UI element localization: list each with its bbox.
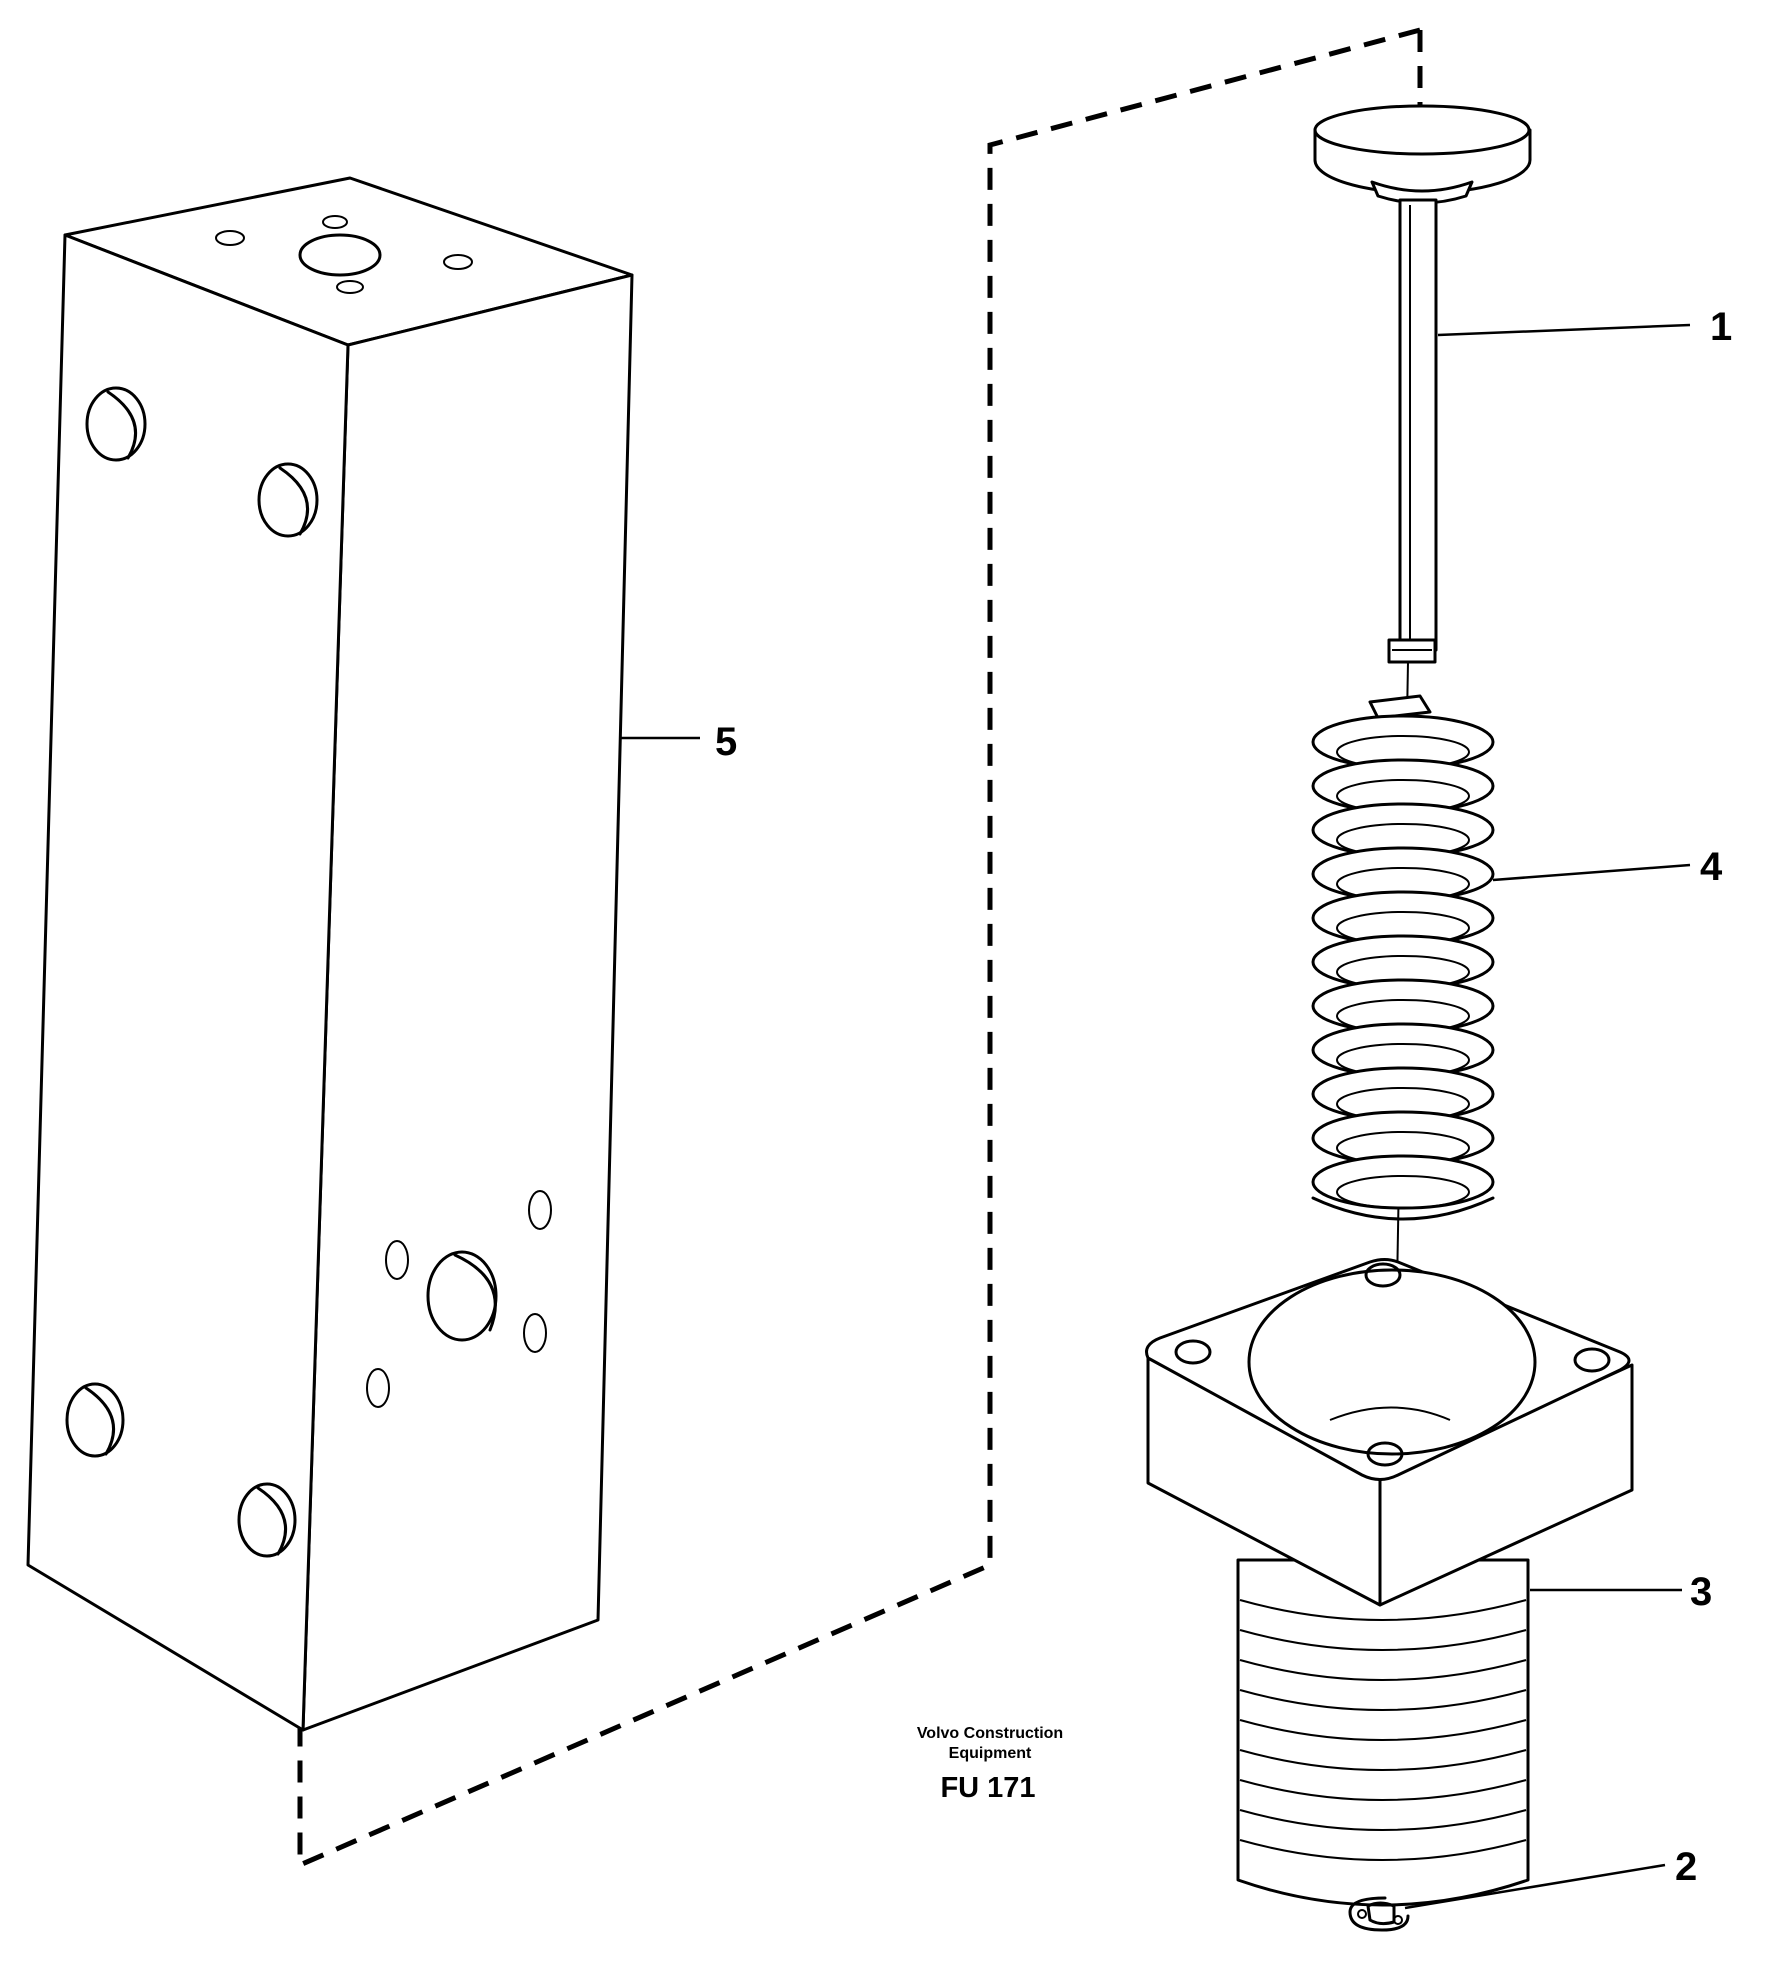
- housing-part-3: [1145, 1258, 1634, 1907]
- callout-3: 3: [1690, 1570, 1712, 1614]
- caption-figure-code: FU 171: [940, 1772, 1035, 1804]
- callout-1: 1: [1710, 305, 1732, 349]
- callout-2: 2: [1675, 1845, 1697, 1889]
- stem-part-1: [1313, 104, 1532, 664]
- callout-4: 4: [1700, 845, 1723, 889]
- leader-line-4: [1492, 863, 1691, 882]
- callout-5: 5: [715, 720, 737, 764]
- caption-brand-line1: Volvo Construction: [917, 1725, 1063, 1742]
- assembly-boundary-dashed: [297, 27, 1423, 1869]
- caption-brand-line2: Equipment: [949, 1745, 1032, 1762]
- leader-line-1: [1437, 323, 1691, 337]
- valve-block-part-5: [26, 176, 634, 1732]
- spring-part-4: [1311, 694, 1495, 1221]
- leader-line-2: [1404, 1863, 1666, 1910]
- circlip-part-2: [1348, 1896, 1410, 1932]
